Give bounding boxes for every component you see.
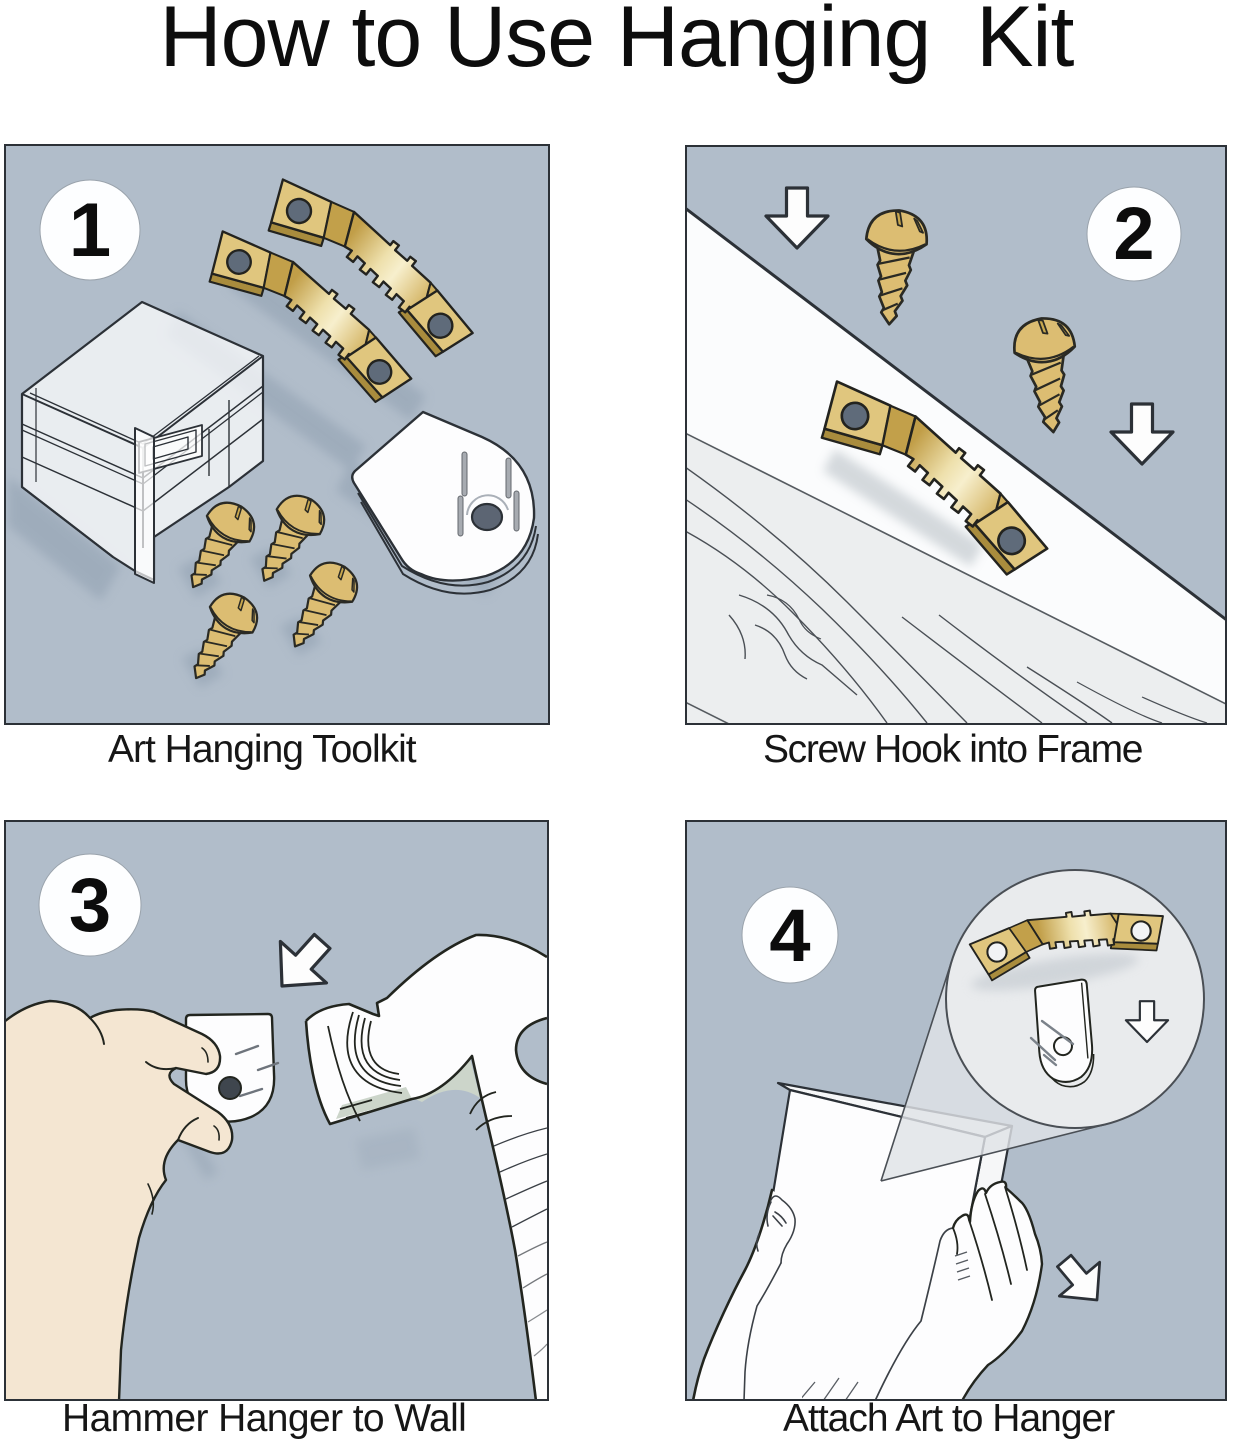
svg-text:2: 2 xyxy=(1113,192,1154,275)
svg-text:3: 3 xyxy=(69,863,111,948)
svg-text:1: 1 xyxy=(69,188,111,273)
svg-text:4: 4 xyxy=(769,894,810,977)
